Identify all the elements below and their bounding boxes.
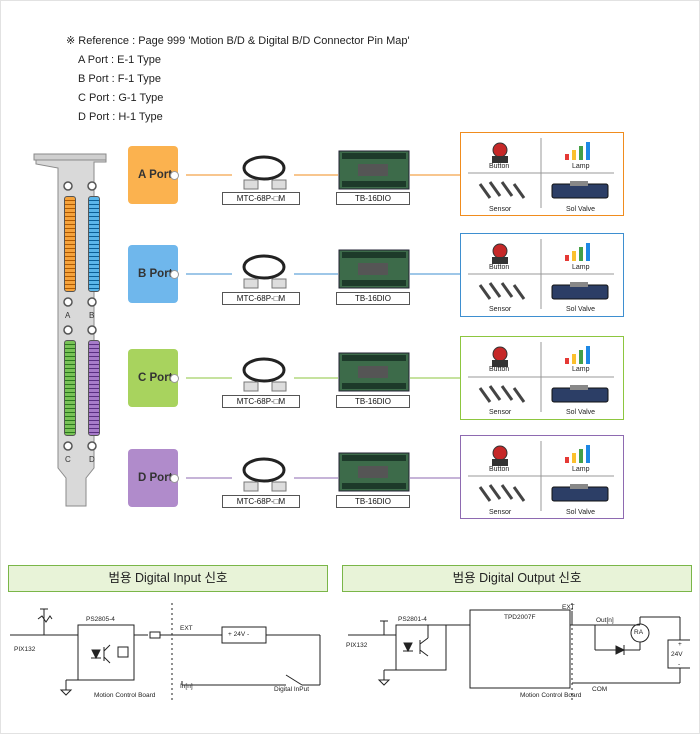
connection-lines xyxy=(186,174,460,479)
terminal-a-label: TB-16DIO xyxy=(336,192,410,205)
dev-d-button: Button xyxy=(489,466,510,473)
terminal-a-image xyxy=(338,150,410,190)
port-c-connector-dot xyxy=(170,374,179,383)
output-com-label: COM xyxy=(592,686,608,693)
input-pix-label: PIX132 xyxy=(14,646,36,653)
dev-b-solvalve: Sol Valve xyxy=(566,306,596,313)
terminal-b-image xyxy=(338,249,410,289)
output-pix-label: PIX132 xyxy=(346,642,368,649)
output-section-header: 범용 Digital Output 신호 xyxy=(342,565,692,592)
input-supply-label: + 24V - xyxy=(228,631,250,638)
port-type-a: A Port : E-1 Type xyxy=(78,54,161,66)
cable-c-image xyxy=(242,357,287,392)
output-supply-label: 24V xyxy=(671,651,683,658)
terminal-d-image xyxy=(338,452,410,492)
dev-c-button: Button xyxy=(489,366,510,373)
dev-d-sensor: Sensor xyxy=(489,509,512,516)
cable-d-label: MTC-68P-□M xyxy=(222,495,300,508)
dev-a-lamp: Lamp xyxy=(572,163,590,170)
port-a-label: A Port xyxy=(128,146,179,204)
dev-b-button: Button xyxy=(489,264,510,271)
connector-b xyxy=(88,196,100,292)
dev-a-sensor: Sensor xyxy=(489,206,512,213)
cable-c-label: MTC-68P-□M xyxy=(222,395,300,408)
cable-d-image xyxy=(242,457,287,492)
device-box-c xyxy=(460,336,624,420)
input-in-label: In[n] xyxy=(180,683,193,690)
bracket-letter-b: B xyxy=(89,311,95,320)
output-board-label: Motion Control Board xyxy=(520,692,582,699)
terminal-c-image xyxy=(338,352,410,392)
port-b-connector-dot xyxy=(170,270,179,279)
dev-c-sensor: Sensor xyxy=(489,409,512,416)
connector-d xyxy=(88,340,100,436)
port-a-text: A Port xyxy=(138,169,173,181)
bracket-letter-a: A xyxy=(65,311,71,320)
dev-c-solvalve: Sol Valve xyxy=(566,409,596,416)
cable-b-label: MTC-68P-□M xyxy=(222,292,300,305)
connector-c xyxy=(64,340,76,436)
dev-c-lamp: Lamp xyxy=(572,366,590,373)
output-load-label: RA xyxy=(634,629,644,636)
dev-d-lamp: Lamp xyxy=(572,466,590,473)
connector-a xyxy=(64,196,76,292)
dev-b-lamp: Lamp xyxy=(572,264,590,271)
cable-a-label: MTC-68P-□M xyxy=(222,192,300,205)
dev-d-solvalve: Sol Valve xyxy=(566,509,596,516)
port-b-label: B Port xyxy=(128,245,179,303)
cable-a-image xyxy=(242,155,287,190)
input-circuit-schematic xyxy=(10,603,321,703)
terminal-d-label: TB-16DIO xyxy=(336,495,410,508)
output-out-label: Out[n] xyxy=(596,617,614,624)
reference-title: ※ Reference : Page 999 'Motion B/D & Dig… xyxy=(66,35,410,47)
cable-b-image xyxy=(242,254,287,289)
dev-a-solvalve: Sol Valve xyxy=(566,206,596,213)
input-ext-label: EXT xyxy=(180,625,193,632)
device-box-d xyxy=(460,435,624,519)
dev-b-sensor: Sensor xyxy=(489,306,512,313)
output-chip-label: PS2801-4 xyxy=(398,616,427,623)
bracket-letter-d: D xyxy=(89,455,95,464)
reference-block: ※ Reference : Page 999 'Motion B/D & Dig… xyxy=(66,32,410,127)
port-b-text: B Port xyxy=(138,268,173,280)
device-icons xyxy=(466,136,616,513)
port-type-c: C Port : G-1 Type xyxy=(78,92,164,104)
device-box-b xyxy=(460,233,624,317)
output-driver-label: TPD2007F xyxy=(504,614,536,621)
port-type-b: B Port : F-1 Type xyxy=(78,73,161,85)
port-a-connector-dot xyxy=(170,171,179,180)
port-c-label: C Port xyxy=(128,349,179,407)
output-circuit-schematic xyxy=(348,603,690,703)
port-type-d: D Port : H-1 Type xyxy=(78,111,163,123)
terminal-b-label: TB-16DIO xyxy=(336,292,410,305)
output-supply-minus: - xyxy=(678,661,681,668)
input-board-label: Motion Control Board xyxy=(94,692,156,699)
input-chip-label: PS2805-4 xyxy=(86,616,115,623)
bracket-letter-c: C xyxy=(65,455,71,464)
output-supply-plus: + xyxy=(678,641,682,648)
port-d-label: D Port xyxy=(128,449,179,507)
input-switch-label: Digital InPut xyxy=(274,686,310,693)
input-section-header: 범용 Digital Input 신호 xyxy=(8,565,328,592)
output-ext-label: EXT xyxy=(562,604,575,611)
dev-a-button: Button xyxy=(489,163,510,170)
device-box-a xyxy=(460,132,624,216)
terminal-c-label: TB-16DIO xyxy=(336,395,410,408)
port-c-text: C Port xyxy=(138,372,173,384)
port-d-text: D Port xyxy=(138,472,173,484)
port-d-connector-dot xyxy=(170,474,179,483)
